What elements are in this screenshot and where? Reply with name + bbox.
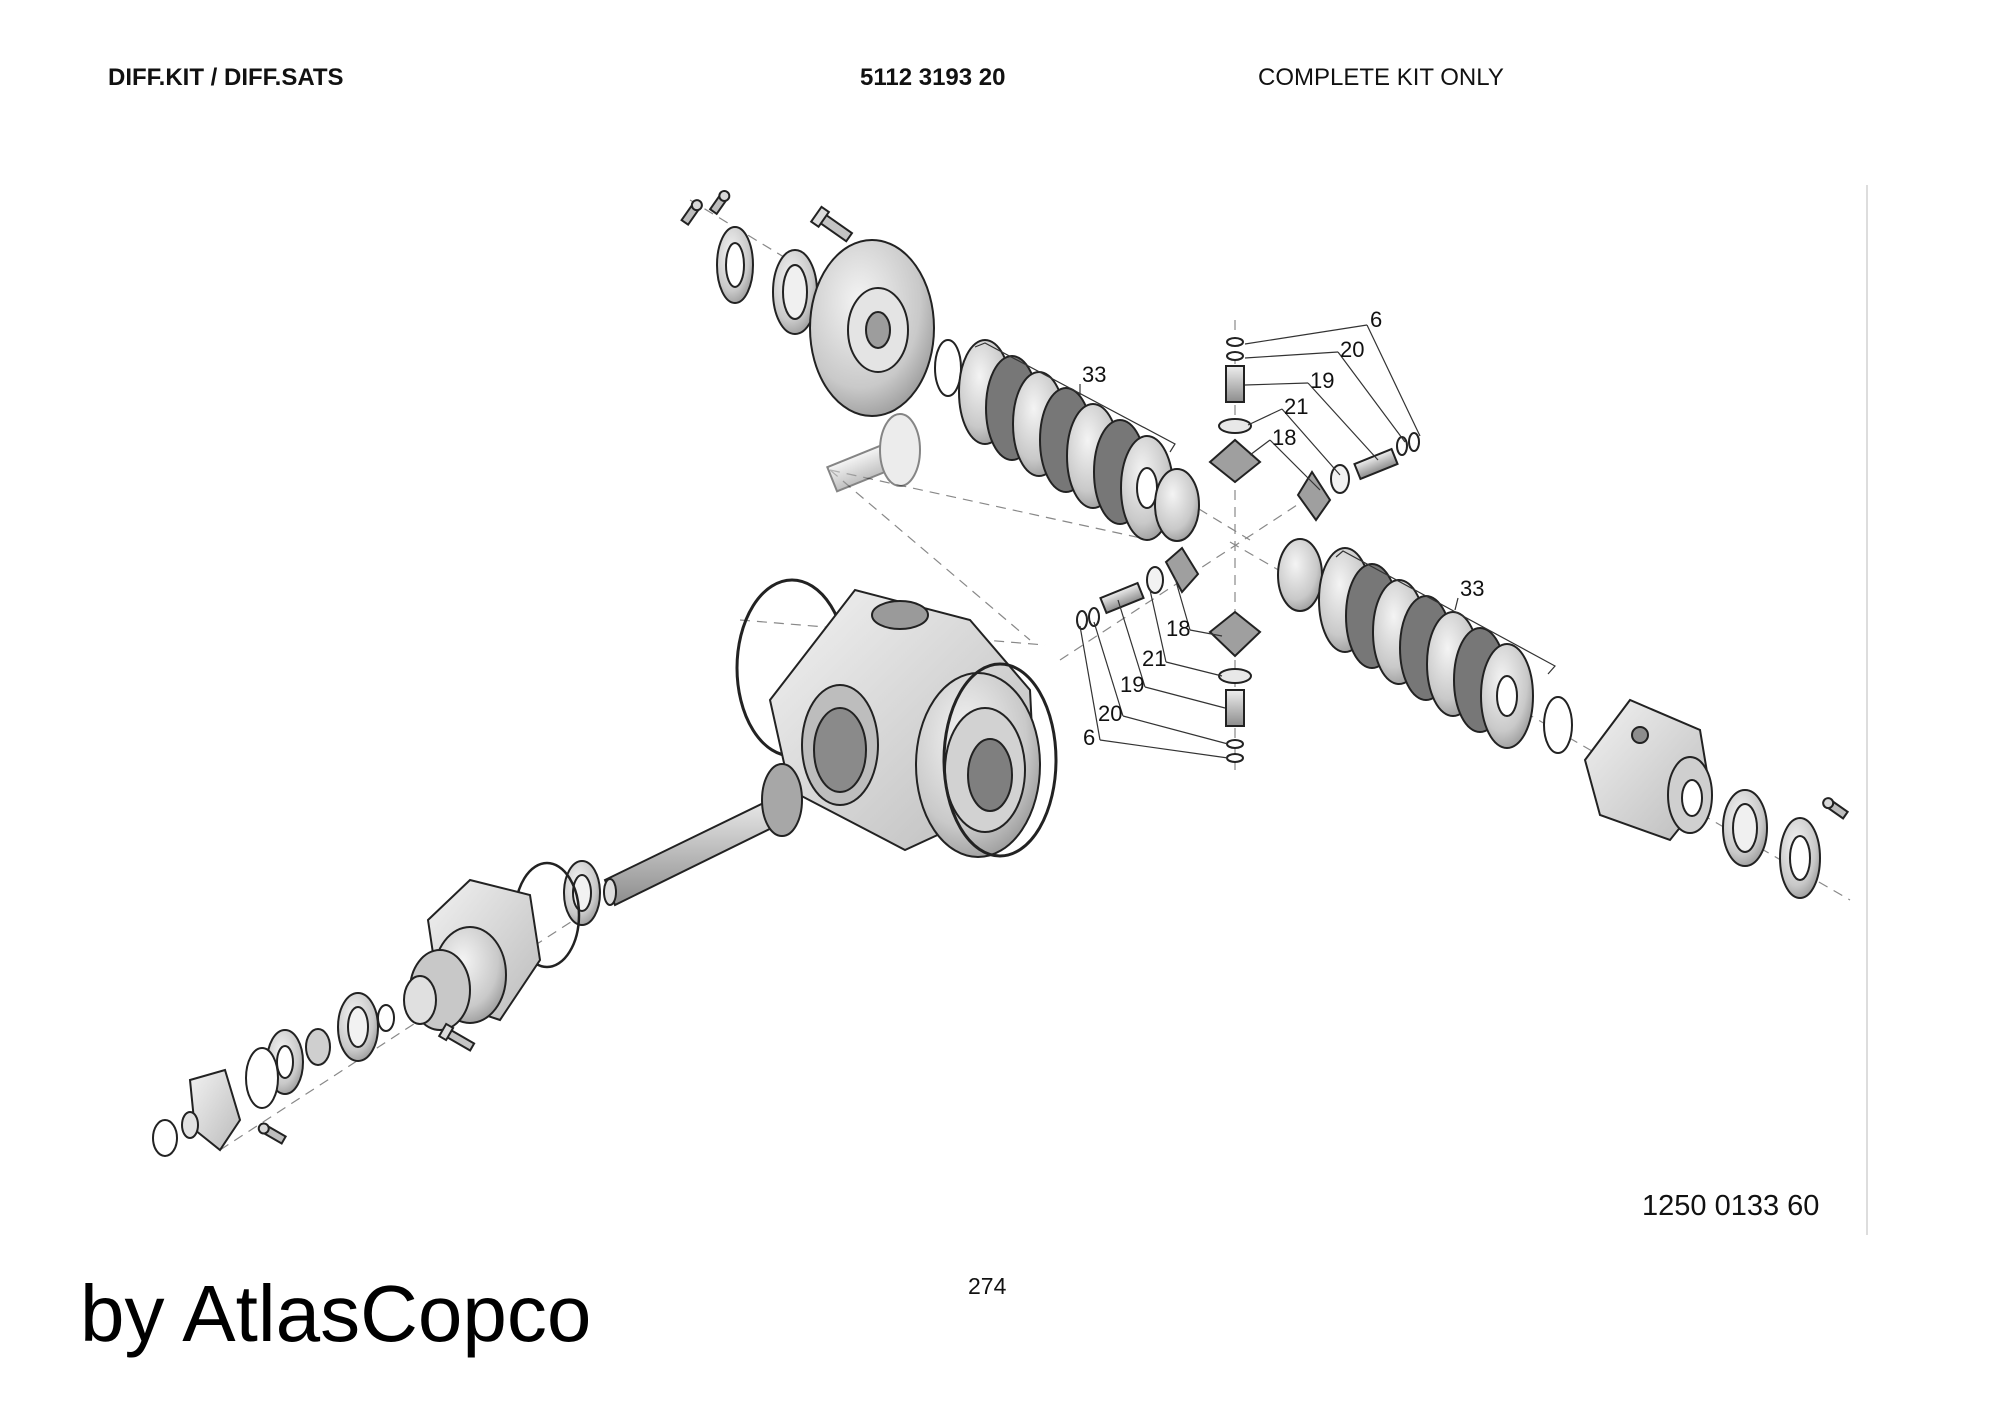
ring (934, 339, 962, 397)
callout-upper-side-gear: 18 (1272, 425, 1296, 450)
page-number: 274 (968, 1273, 1007, 1299)
differential-case (1583, 698, 1850, 899)
pinion-flange-group (152, 860, 601, 1157)
side-gear (1277, 538, 1323, 612)
callout-lower-thrust-washer: 21 (1142, 646, 1166, 671)
callout-leaders (974, 324, 1556, 759)
pinion-ghost (826, 413, 921, 493)
bolt-small (257, 1122, 288, 1145)
kit-part-number: 5112 3193 20 (860, 64, 1006, 91)
callout-upper-thrust-washer: 21 (1284, 394, 1308, 419)
upper-spider-parts (1208, 337, 1420, 522)
yoke (188, 1068, 242, 1152)
ring (1543, 696, 1573, 754)
bolt (437, 1022, 476, 1052)
bolt-small (680, 199, 703, 227)
pinion-shaft (603, 763, 803, 907)
axle-housing (735, 578, 1058, 858)
callout-labels: 33 6 20 19 21 18 33 18 21 19 20 6 (1082, 307, 1484, 750)
callout-lower-side-gear: 18 (1166, 616, 1190, 641)
callout-upper-pin-washer: 20 (1340, 337, 1364, 362)
callout-lower-pin-washer: 20 (1098, 701, 1122, 726)
bolt (809, 205, 854, 243)
side-gear (1154, 468, 1200, 542)
callout-lower-disc-pack: 33 (1460, 576, 1484, 601)
bolt-small (708, 189, 731, 216)
callout-upper-pin-ring: 6 (1370, 307, 1382, 332)
bolt-small (1822, 797, 1850, 820)
brand-footer: by AtlasCopco (80, 1269, 592, 1358)
callout-lower-pin: 19 (1120, 672, 1144, 697)
drawing-number: 1250 0133 60 (1642, 1190, 1820, 1222)
upper-disc-pack (958, 339, 1200, 542)
callout-lower-pin-ring: 6 (1083, 725, 1095, 750)
callout-upper-pin: 19 (1310, 368, 1334, 393)
lower-spider-parts (1076, 546, 1262, 763)
lower-disc-pack (1277, 538, 1573, 754)
kit-note: COMPLETE KIT ONLY (1258, 64, 1504, 91)
o-ring (942, 662, 1058, 858)
upper-bearing-group (680, 189, 962, 417)
callout-upper-disc-pack: 33 (1082, 362, 1106, 387)
page-title: DIFF.KIT / DIFF.SATS (108, 64, 344, 91)
